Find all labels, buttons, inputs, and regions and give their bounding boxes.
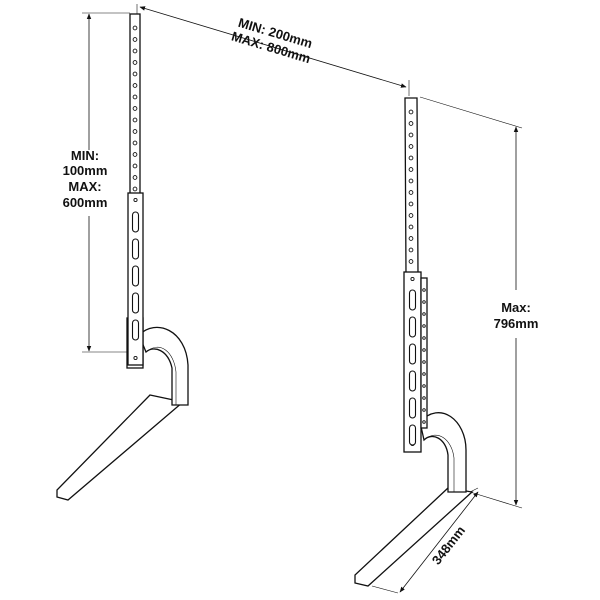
left-stand-foot	[56, 394, 185, 501]
max-height-extension-top	[419, 96, 523, 129]
right-stand-column-inner-edge	[423, 434, 455, 492]
left-plate-screw	[133, 197, 138, 203]
bracket-hole	[408, 201, 414, 207]
width-dimension-line	[139, 6, 407, 88]
right-bracket-holes	[408, 109, 414, 264]
flange-hole	[422, 312, 426, 316]
left-bracket-holes	[132, 25, 138, 192]
plate-slot	[131, 319, 140, 341]
max-height-value: 796mm	[494, 316, 539, 331]
plate-slot	[408, 316, 417, 338]
plate-slot	[131, 292, 140, 314]
plate-slot	[408, 397, 417, 419]
right-stand-column	[419, 412, 467, 493]
plate-slot	[408, 343, 417, 365]
bracket-hole	[408, 236, 414, 241]
flange-hole	[422, 384, 426, 388]
flange-hole	[422, 288, 426, 292]
base-depth-extension-bottom	[371, 585, 399, 594]
flange-hole	[422, 396, 426, 400]
bracket-hole	[132, 48, 138, 54]
bracket-hole	[408, 190, 414, 195]
bracket-hole	[132, 129, 138, 134]
flange-hole	[422, 420, 426, 424]
bracket-hole	[132, 106, 138, 111]
bracket-hole	[132, 140, 138, 146]
base-depth-line	[399, 491, 479, 593]
bracket-hole	[408, 178, 414, 184]
flange-hole	[422, 324, 426, 328]
bracket-hole	[132, 83, 138, 88]
flange-hole	[422, 408, 426, 412]
left-stand	[56, 13, 189, 501]
bracket-height-dimension: MIN: 100mm MAX: 600mm	[63, 12, 130, 353]
flange-hole	[422, 372, 426, 376]
max-height-caption: Max:	[501, 300, 531, 315]
bracket-hole	[408, 132, 414, 138]
left-stand-column-inner-edge	[145, 346, 177, 405]
right-plate-slots	[408, 289, 417, 446]
max-height-dimension: Max: 796mm	[419, 96, 539, 509]
bracket-hole	[132, 37, 138, 42]
flange-hole	[422, 336, 426, 340]
bracket-hole	[132, 186, 138, 192]
bracket-hole	[408, 247, 414, 253]
flange-hole	[422, 360, 426, 364]
right-flange-holes	[422, 288, 426, 424]
bracket-hole	[408, 144, 414, 149]
bracket-hole	[132, 71, 138, 77]
left-stand-column	[138, 326, 189, 406]
plate-slot	[408, 289, 417, 311]
bracket-hole	[408, 167, 414, 172]
right-stand	[354, 97, 474, 587]
bracket-height-min-caption: MIN:	[71, 148, 99, 163]
bracket-hole	[408, 109, 414, 115]
left-plate-screw	[133, 355, 138, 361]
bracket-height-max-value: 600mm	[63, 195, 108, 210]
bracket-hole	[132, 60, 138, 65]
right-plate-screw	[410, 276, 415, 282]
plate-slot	[408, 370, 417, 392]
right-plate-side-flange	[420, 277, 428, 429]
plate-slot	[131, 265, 140, 287]
bracket-height-max-caption: MAX:	[68, 179, 101, 194]
max-height-extension-bottom	[469, 491, 523, 509]
right-stand-foot	[354, 487, 474, 587]
plate-slot	[408, 424, 417, 446]
plate-slot	[131, 211, 140, 233]
bracket-hole	[132, 117, 138, 123]
flange-hole	[422, 300, 426, 304]
left-plate-slots	[131, 211, 140, 341]
flange-hole	[422, 348, 426, 352]
base-depth-dimension: 348mm	[371, 487, 479, 594]
bracket-hole	[132, 152, 138, 157]
bracket-hole	[132, 25, 138, 31]
bracket-hole	[132, 94, 138, 100]
plate-slot	[131, 238, 140, 260]
bracket-height-min-value: 100mm	[63, 163, 108, 178]
bracket-hole	[408, 224, 414, 230]
width-dimension: MIN: 200mm MAX: 800mm	[136, 4, 410, 96]
bracket-hole	[132, 163, 138, 169]
bracket-hole	[408, 213, 414, 218]
bracket-hole	[408, 155, 414, 161]
bracket-hole	[132, 175, 138, 180]
bracket-hole	[408, 259, 414, 264]
bracket-hole	[408, 121, 414, 126]
